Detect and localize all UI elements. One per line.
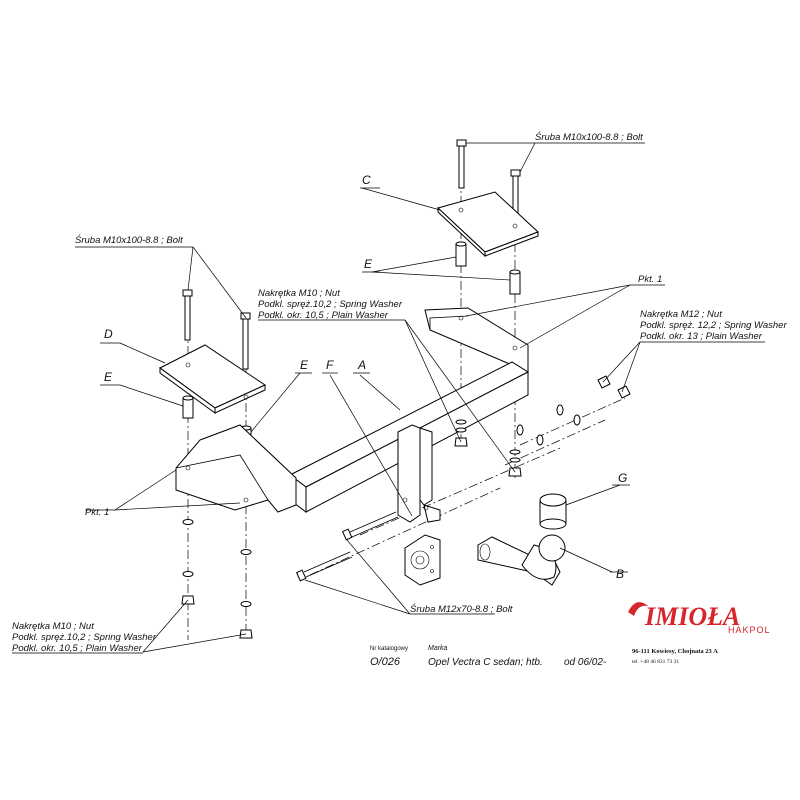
letter-c: C [362, 173, 371, 187]
vehicle-model: Opel Vectra C sedan; htb. [428, 657, 543, 668]
production-date: od 06/02- [564, 657, 607, 668]
socket-bracket [404, 534, 441, 586]
label-pkt-right: Pkt. 1 [638, 274, 662, 285]
spacer-e-top [455, 241, 521, 295]
label-nut-m10-mid-1: Nakrętka M10 ; Nut [258, 288, 340, 299]
part-letters: C E D E E F A G B [100, 173, 630, 581]
label-bolt-top: Śruba M10x100-8.8 ; Bolt [535, 131, 643, 143]
letter-e-left: E [104, 370, 113, 384]
bolt-bottom-2 [295, 551, 353, 582]
company-address: 96-111 Kowiesy, Chojnata 23 A [632, 648, 718, 655]
bolt-left-1 [182, 289, 193, 341]
letter-a: A [357, 358, 366, 372]
bolt-top-left [456, 139, 467, 189]
catalog-label: Nr katalogowy [370, 646, 408, 652]
label-nut-m10-mid-3: Podkl. okr. 10,5 ; Plain Washer [258, 310, 389, 321]
brand-label: Marka [428, 645, 448, 652]
label-nut-m10-mid-2: Podkl. spręż.10,2 ; Spring Washer [258, 299, 403, 310]
logo-name: IMIOŁA [644, 602, 740, 631]
crossbar-a [175, 307, 530, 513]
label-bolt-bottom: Śruba M12x70-8.8 ; Bolt [410, 603, 513, 615]
mounting-plate-c [437, 191, 539, 258]
label-nut-m12-2: Podkl. spręż. 12,2 ; Spring Washer [640, 320, 787, 331]
callout-labels: Śruba M10x100-8.8 ; Bolt Śruba M10x100-8… [12, 131, 787, 654]
letter-g: G [618, 471, 627, 485]
label-pkt-left: Pkt. 1 [85, 507, 109, 518]
label-nut-m10-bottom-2: Podkl. spręż.10,2 ; Spring Washer [12, 632, 157, 643]
ball-cover-g [539, 493, 567, 530]
label-nut-m12-1: Nakrętka M12 ; Nut [640, 309, 722, 320]
leader-lines [114, 142, 641, 653]
label-bolt-left: Śruba M10x100-8.8 ; Bolt [75, 234, 183, 246]
label-nut-m10-bottom-3: Podkl. okr. 10,5 ; Plain Washer [12, 643, 143, 654]
letter-b: B [616, 567, 624, 581]
letter-d: D [104, 327, 113, 341]
bolt-left-2 [240, 312, 251, 370]
ball-mount-plate-f [397, 424, 441, 523]
label-nut-m10-bottom-1: Nakrętka M10 ; Nut [12, 621, 94, 632]
catalog-value: O/026 [370, 656, 401, 668]
footer-info: Nr katalogowy O/026 Marka Opel Vectra C … [370, 645, 607, 668]
towball-neck-b [477, 534, 566, 586]
label-nut-m12-3: Podkl. okr. 13 ; Plain Washer [640, 331, 763, 342]
letter-f: F [326, 358, 334, 372]
logo-sub: HAKPOL [728, 625, 771, 635]
company-logo: IMIOŁA HAKPOL 96-111 Kowiesy, Chojnata 2… [628, 602, 771, 665]
letter-e-mid: E [300, 358, 309, 372]
bolt-bottom-1 [341, 511, 399, 541]
company-phone: tel. +48 46 831 73 31 [632, 659, 679, 665]
letter-e-top: E [364, 257, 373, 271]
mounting-plate-d [159, 344, 267, 414]
